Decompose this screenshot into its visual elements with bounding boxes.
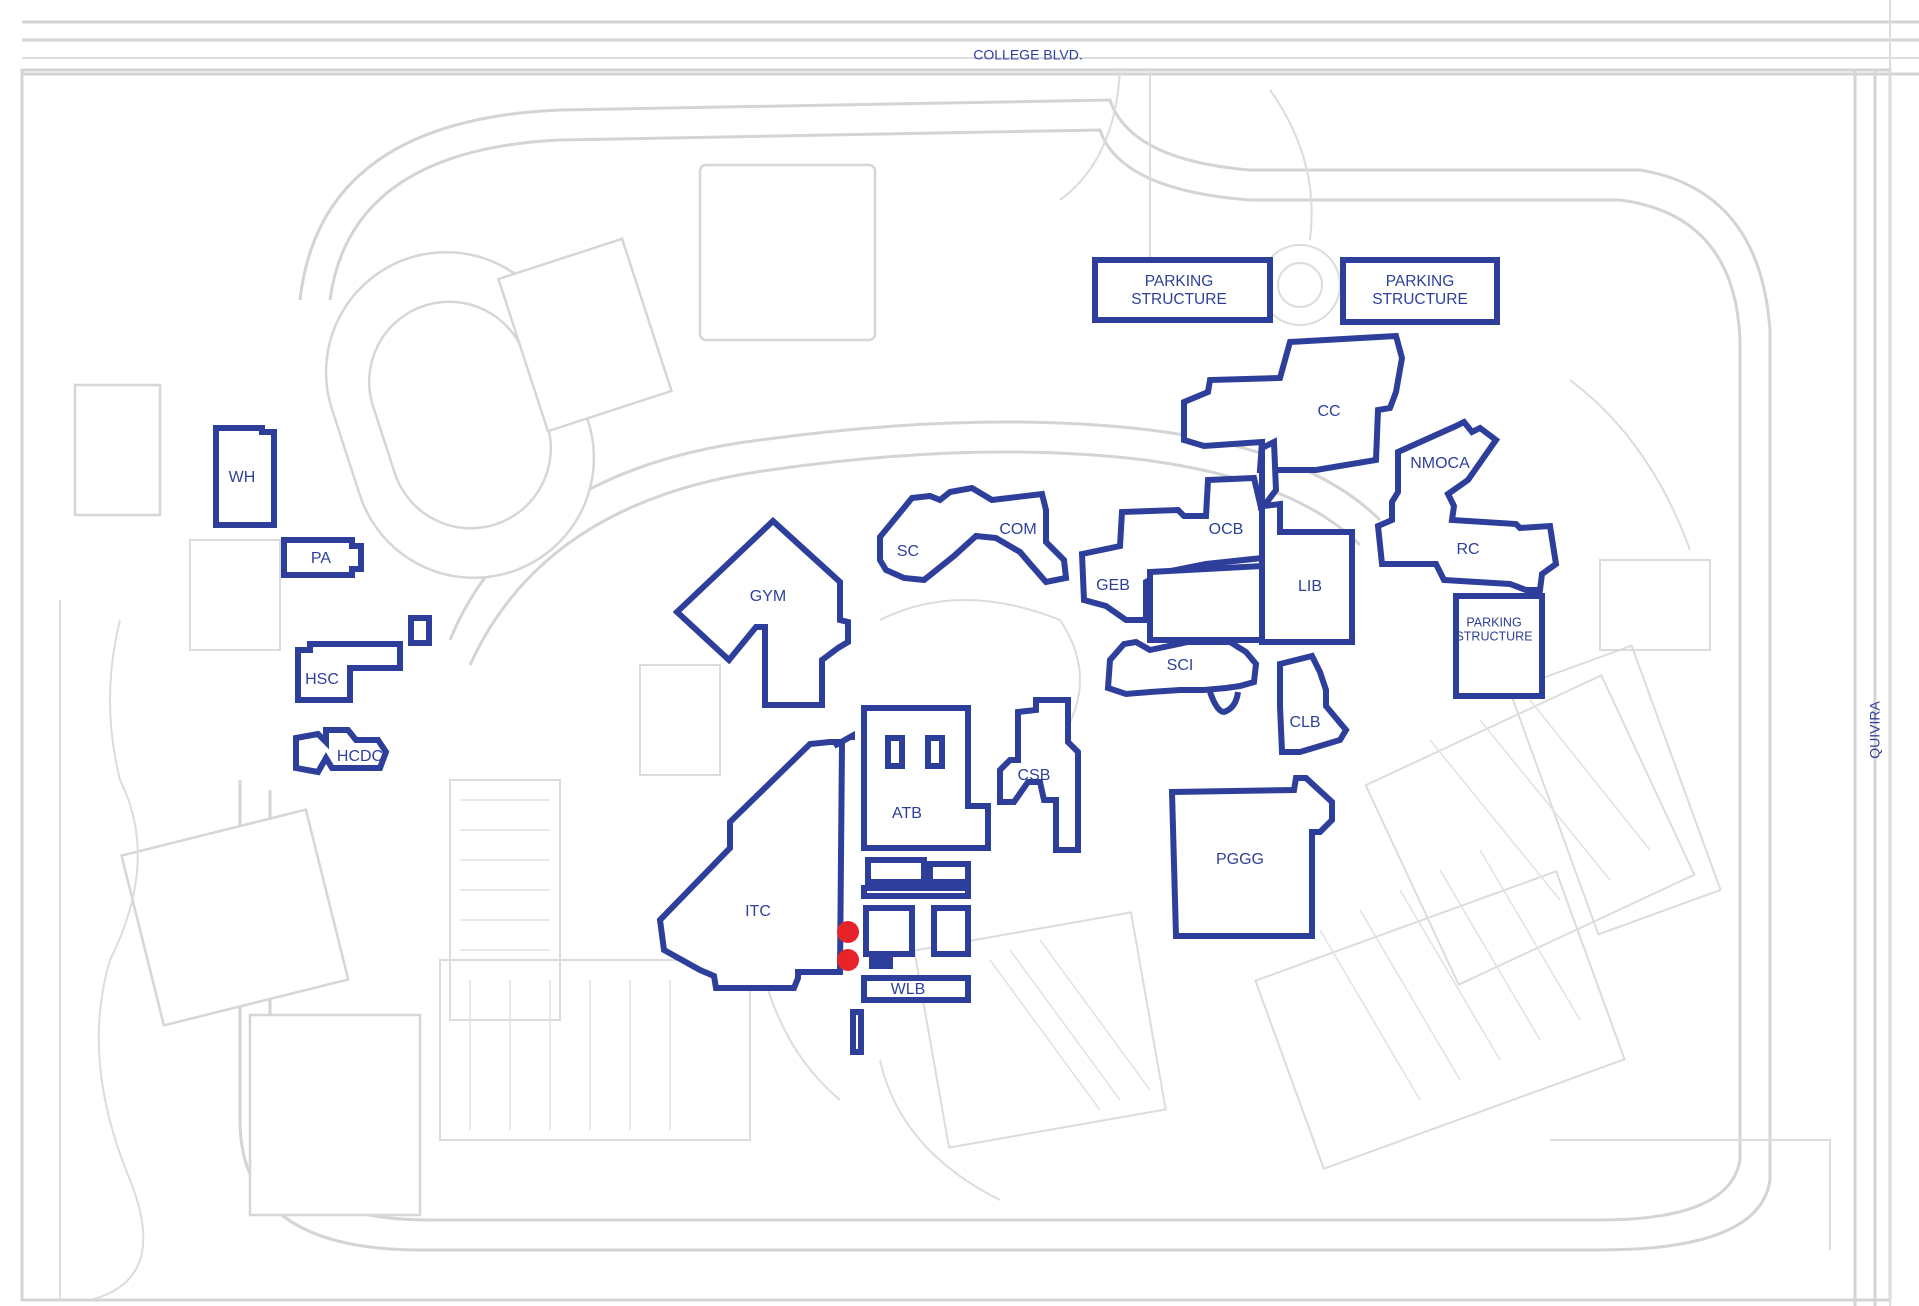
building-nmoca-label: NMOCA (1410, 455, 1470, 472)
building-com-label: COM (999, 521, 1036, 538)
quivira-label: QUIVIRA (1867, 701, 1883, 759)
building-pa-label: PA (311, 550, 331, 567)
parking-structure-2[interactable]: PARKING STRUCTURE (1340, 257, 1500, 325)
building-geb-label: GEB (1096, 577, 1130, 594)
parking-1-label-line1: PARKING (1145, 273, 1214, 290)
parking-2-label-line2: STRUCTURE (1372, 291, 1468, 308)
building-lib[interactable]: LIB (1257, 437, 1355, 645)
building-atb[interactable]: ATB (861, 705, 991, 851)
building-lib-label: LIB (1298, 578, 1322, 595)
building-rc-label: RC (1456, 541, 1479, 558)
building-sci[interactable]: SCI (1104, 638, 1260, 716)
parking-3-label-line1: PARKING (1466, 615, 1521, 629)
building-small-square[interactable] (408, 615, 432, 646)
parking-structure-3[interactable]: PARKING STRUCTURE (1453, 593, 1545, 699)
building-wlb-label: WLB (891, 981, 926, 998)
building-wh-label: WH (229, 469, 256, 486)
building-cc-label: CC (1317, 403, 1340, 420)
parking-3-label-line2: STRUCTURE (1455, 629, 1532, 643)
building-itc[interactable]: ITC (656, 730, 855, 991)
building-csb-label: CSB (1018, 767, 1051, 784)
building-center-block[interactable] (1147, 562, 1265, 643)
building-wh[interactable]: WH (213, 425, 277, 528)
building-clb-label: CLB (1289, 714, 1320, 731)
building-hcdc[interactable]: HCDC (293, 727, 390, 776)
location-marker[interactable] (837, 921, 859, 943)
building-gym[interactable]: GYM (672, 516, 851, 708)
building-gym-label: GYM (750, 588, 786, 605)
location-marker[interactable] (837, 949, 859, 971)
building-cc[interactable]: CC (1181, 332, 1406, 473)
parking-2-label-line1: PARKING (1386, 273, 1455, 290)
parking-1-label-line2: STRUCTURE (1131, 291, 1227, 308)
building-itc-label: ITC (745, 903, 771, 920)
building-nmoca[interactable]: NMOCA RC (1374, 418, 1560, 593)
base-map (20, 0, 1919, 1306)
building-pa[interactable]: PA (281, 537, 364, 578)
building-sci-label: SCI (1167, 657, 1194, 674)
parking-structure-1[interactable]: PARKING STRUCTURE (1092, 257, 1273, 323)
building-csb[interactable]: CSB (997, 697, 1081, 853)
building-pggg[interactable]: PGGG (1168, 775, 1335, 939)
college-blvd-label: COLLEGE BLVD. (973, 47, 1082, 63)
building-clb[interactable]: CLB (1277, 652, 1350, 755)
building-sc-label: SC (897, 543, 919, 560)
building-wlb-strip[interactable] (850, 1009, 864, 1055)
building-pggg-label: PGGG (1216, 851, 1264, 868)
building-hcdc-label: HCDC (337, 748, 383, 765)
building-ocb-label: OCB (1209, 521, 1244, 538)
location-markers (837, 921, 859, 971)
building-hsc[interactable]: HSC (295, 641, 403, 703)
building-wlb[interactable]: WLB (861, 957, 971, 1003)
building-hsc-label: HSC (305, 671, 339, 688)
building-atb-annex[interactable] (861, 857, 971, 957)
building-sc[interactable]: SC COM (877, 484, 1070, 586)
building-atb-label: ATB (892, 805, 922, 822)
